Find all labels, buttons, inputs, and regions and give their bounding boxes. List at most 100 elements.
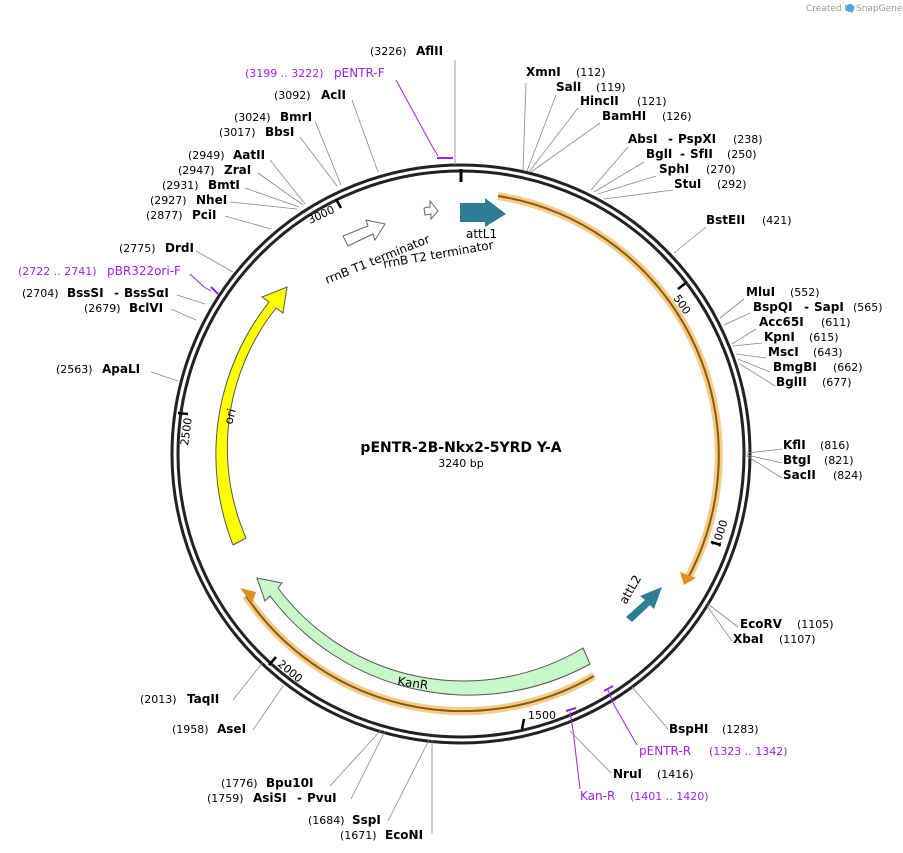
site-EcoNI[interactable]: EcoNI	[385, 828, 423, 842]
site-BglII[interactable]: BglII	[776, 375, 807, 389]
site-AseI[interactable]: AseI	[217, 722, 246, 736]
site-AflII[interactable]: AflII	[416, 44, 443, 58]
site-pos-ApaLI[interactable]: (2563)	[56, 363, 93, 376]
site-pos-AbsI[interactable]: (238)	[733, 133, 763, 146]
site-pos-BmrI[interactable]: (3024)	[234, 111, 271, 124]
site-pos-BssSI[interactable]: (2704)	[22, 287, 59, 300]
site-pos-PciI[interactable]: (2877)	[146, 209, 183, 222]
site-pos-MscI[interactable]: (643)	[813, 346, 843, 359]
site-PciI[interactable]: PciI	[192, 208, 217, 222]
site-BmgBI[interactable]: BmgBI	[773, 360, 817, 374]
site-pos-NruI[interactable]: (1416)	[657, 768, 694, 781]
primer-pos-pBR322ori-F[interactable]: (2722 .. 2741)	[18, 265, 97, 278]
site-StuI[interactable]: StuI	[674, 177, 701, 191]
site-pos-Bpu10I[interactable]: (1776)	[221, 777, 258, 790]
site-pos-KpnI[interactable]: (615)	[809, 331, 839, 344]
primer-pos-Kan-R[interactable]: (1401 .. 1420)	[630, 790, 709, 803]
site-pos-BglII[interactable]: (677)	[822, 376, 852, 389]
leader-BtgI	[746, 454, 783, 464]
site-BssSaI[interactable]: BssSαI	[124, 286, 169, 300]
site-BspQI[interactable]: BspQI	[753, 300, 793, 314]
site-pos-BspHI[interactable]: (1283)	[722, 723, 759, 736]
primer-label-Kan-R[interactable]: Kan-R	[580, 789, 615, 803]
primer-pos-pENTR-R[interactable]: (1323 .. 1342)	[709, 745, 788, 758]
site-AclI[interactable]: AclI	[321, 88, 346, 102]
primer-label-pENTR-F[interactable]: pENTR-F	[334, 66, 385, 80]
site-pos-BspQI[interactable]: (565)	[853, 301, 883, 314]
site-SalI[interactable]: SalI	[556, 80, 581, 94]
site-ZraI[interactable]: ZraI	[224, 163, 251, 177]
site-BamHI[interactable]: BamHI	[602, 109, 646, 123]
site-ApaLI[interactable]: ApaLI	[102, 362, 140, 376]
site-pos-BstEII[interactable]: (421)	[762, 214, 792, 227]
site-SfiI[interactable]: SfII	[690, 147, 713, 161]
site-pos-BmtI[interactable]: (2931)	[162, 179, 199, 192]
plasmid-length: 3240 bp	[438, 457, 483, 470]
site-pos-BamHI[interactable]: (126)	[662, 110, 692, 123]
site-PspXI[interactable]: PspXI	[678, 132, 716, 146]
feature-label-attL1: attL1	[466, 227, 497, 241]
site-pos-BbsI[interactable]: (3017)	[219, 126, 256, 139]
site-TaqII[interactable]: TaqII	[187, 692, 219, 706]
site-MluI[interactable]: MluI	[746, 285, 775, 299]
site-AsiSI[interactable]: AsiSI	[253, 791, 287, 805]
site-SspI[interactable]: SspI	[352, 813, 381, 827]
site-BssSI[interactable]: BssSI	[67, 286, 104, 300]
site-BstEII[interactable]: BstEII	[706, 213, 745, 227]
site-pos-StuI[interactable]: (292)	[717, 178, 747, 191]
primer-pos-pENTR-F[interactable]: (3199 .. 3222)	[245, 67, 324, 80]
site-pos-MluI[interactable]: (552)	[790, 286, 820, 299]
site-MscI[interactable]: MscI	[768, 345, 799, 359]
site-KpnI[interactable]: KpnI	[764, 330, 795, 344]
site-BmtI[interactable]: BmtI	[208, 178, 240, 192]
primer-label-pBR322ori-F[interactable]: pBR322ori-F	[107, 264, 181, 278]
site-pos-Acc65I[interactable]: (611)	[821, 316, 851, 329]
site-pos-NheI[interactable]: (2927)	[150, 194, 187, 207]
site-pos-AseI[interactable]: (1958)	[172, 723, 209, 736]
site-pos-BtgI[interactable]: (821)	[824, 454, 854, 467]
site-DrdI[interactable]: DrdI	[165, 241, 194, 255]
site-BclVI[interactable]: BclVI	[129, 301, 163, 315]
site-NheI[interactable]: NheI	[196, 193, 227, 207]
site-pos-AsiSI[interactable]: (1759)	[207, 792, 244, 805]
site-BmrI[interactable]: BmrI	[280, 110, 312, 124]
site-PvuI[interactable]: PvuI	[307, 791, 337, 805]
site-pos-DrdI[interactable]: (2775)	[119, 242, 156, 255]
site-XmnI[interactable]: XmnI	[526, 65, 561, 79]
site-pos-SalI[interactable]: (119)	[596, 81, 626, 94]
site-pos-EcoNI[interactable]: (1671)	[340, 829, 377, 842]
site-pos-SacII[interactable]: (824)	[833, 469, 863, 482]
site-pos-AflII[interactable]: (3226)	[370, 45, 407, 58]
site-pos-EcoRV[interactable]: (1105)	[797, 618, 834, 631]
site-EcoRV[interactable]: EcoRV	[740, 617, 783, 631]
site-KflI[interactable]: KflI	[783, 438, 806, 452]
site-XbaI[interactable]: XbaI	[733, 632, 763, 646]
site-pos-TaqII[interactable]: (2013)	[140, 693, 177, 706]
site-HincII[interactable]: HincII	[580, 94, 619, 108]
primer-label-pENTR-R[interactable]: pENTR-R	[639, 744, 691, 758]
site-BbsI[interactable]: BbsI	[265, 125, 294, 139]
site-pos-KflI[interactable]: (816)	[820, 439, 850, 452]
site-BglI[interactable]: BglI	[646, 147, 672, 161]
site-Acc65I[interactable]: Acc65I	[759, 315, 804, 329]
site-pos-BmgBI[interactable]: (662)	[833, 361, 863, 374]
site-pos-ZraI[interactable]: (2947)	[178, 164, 215, 177]
site-pos-AclI[interactable]: (3092)	[274, 89, 311, 102]
site-Bpu10I[interactable]: Bpu10I	[266, 776, 313, 790]
site-pos-HincII[interactable]: (121)	[637, 95, 667, 108]
site-SapI[interactable]: SapI	[814, 300, 844, 314]
site-AatII[interactable]: AatII	[233, 148, 265, 162]
site-SphI[interactable]: SphI	[659, 162, 689, 176]
site-pos-XbaI[interactable]: (1107)	[779, 633, 816, 646]
site-AbsI[interactable]: AbsI	[628, 132, 657, 146]
site-pos-XmnI[interactable]: (112)	[576, 66, 606, 79]
site-pos-BglI[interactable]: (250)	[727, 148, 757, 161]
site-BspHI[interactable]: BspHI	[669, 722, 708, 736]
site-pos-AatII[interactable]: (2949)	[188, 149, 225, 162]
site-pos-SphI[interactable]: (270)	[706, 163, 736, 176]
site-pos-BclVI[interactable]: (2679)	[84, 302, 121, 315]
site-NruI[interactable]: NruI	[613, 767, 642, 781]
site-pos-SspI[interactable]: (1684)	[308, 814, 345, 827]
site-BtgI[interactable]: BtgI	[783, 453, 811, 467]
site-SacII[interactable]: SacII	[783, 468, 816, 482]
